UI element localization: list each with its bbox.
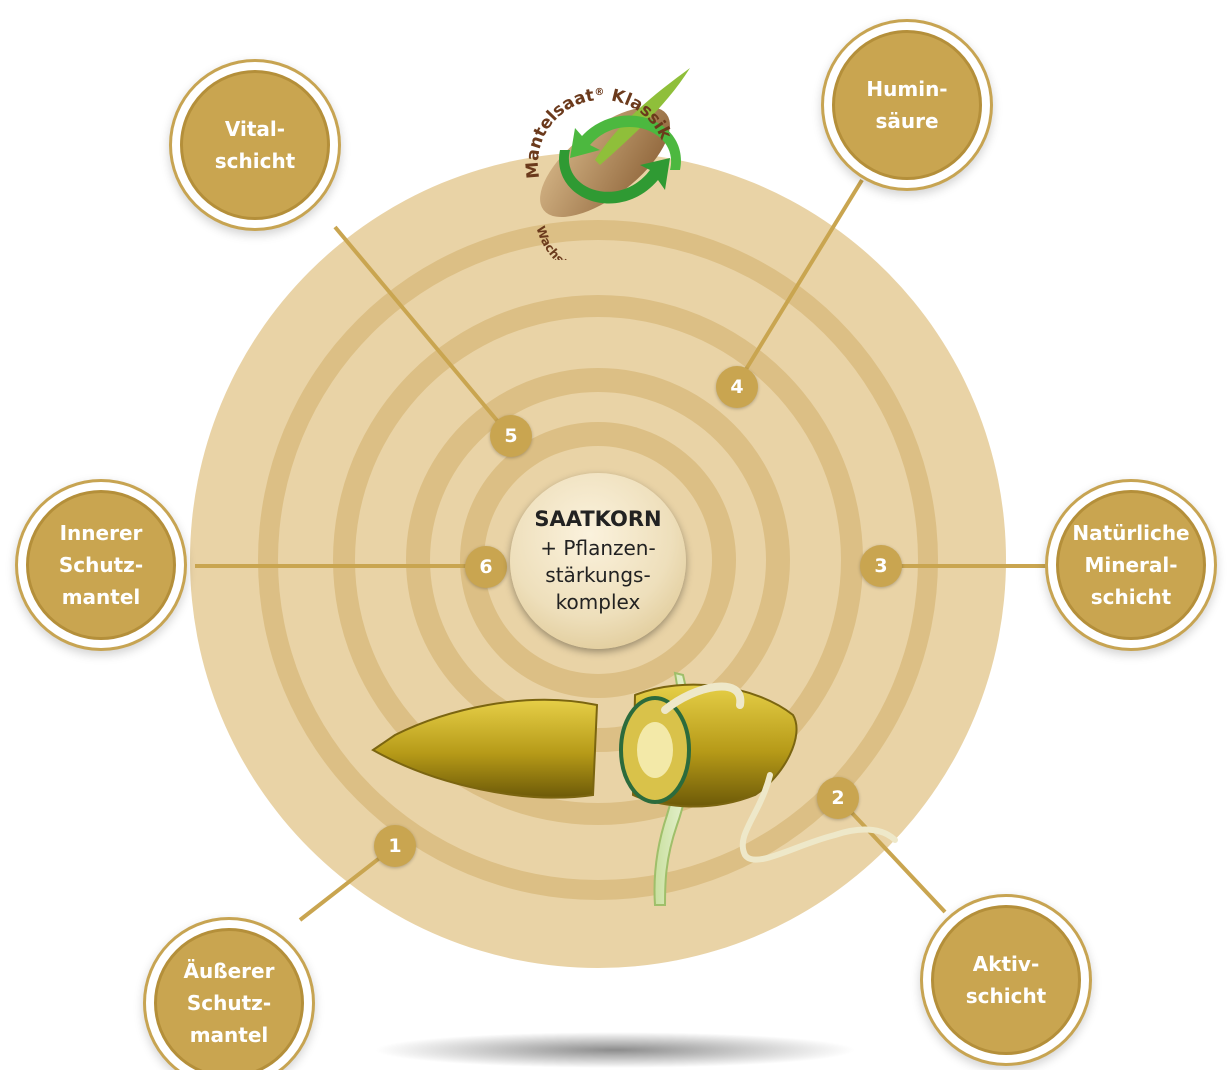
badge-number: 2 (831, 787, 845, 809)
germinating-seed-illustration (371, 671, 898, 1068)
logo-registered: ® (594, 86, 604, 97)
layer-label-line: schicht (214, 149, 296, 173)
center-line: stärkungs- (545, 563, 651, 587)
badge-number: 4 (730, 376, 744, 398)
seed-core (637, 722, 673, 778)
layer-label-line: mantel (61, 585, 141, 609)
connector-4 (735, 178, 864, 386)
layer-label-line: Natürliche (1072, 521, 1190, 545)
layer-label-1: Äußerer Schutz- mantel (154, 928, 304, 1070)
layer-label-line: Innerer (59, 521, 143, 545)
layer-label-6: Innerer Schutz- mantel (26, 490, 176, 640)
growth-arrow-icon (559, 150, 670, 204)
svg-text:Wachstumsfördernd: Wachstumsfördernd (533, 224, 647, 260)
badge-number: 3 (874, 555, 888, 577)
layer-label-line: Humin- (866, 77, 948, 101)
layer-label-line: Äußerer (183, 959, 275, 983)
layer-badge-6: 6 (465, 546, 507, 588)
layer-label-line: Schutz- (186, 991, 272, 1015)
layer-label-5: Vital- schicht (180, 70, 330, 220)
center-title: SAATKORN (534, 507, 662, 531)
sprout-leaf-icon (595, 68, 690, 165)
layer-badge-1: 1 (374, 825, 416, 867)
badge-number: 6 (479, 556, 493, 578)
layer-label-2: Aktiv- schicht (931, 905, 1081, 1055)
root-icon (739, 772, 898, 863)
layer-label-line: säure (875, 109, 939, 133)
badge-number: 5 (504, 425, 518, 447)
layer-label-line: Schutz- (58, 553, 144, 577)
layer-badge-3: 3 (860, 545, 902, 587)
layer-badge-5: 5 (490, 415, 532, 457)
center-line: komplex (555, 590, 641, 614)
badge-number: 1 (388, 835, 402, 857)
root-icon (661, 682, 745, 714)
layer-label-line: schicht (965, 984, 1047, 1008)
logo-tagline: Wachstumsfördernd (533, 224, 647, 260)
connector-2 (836, 796, 947, 914)
layer-label-line: schicht (1090, 585, 1172, 609)
center-line: + Pflanzen- (540, 536, 656, 560)
layer-label-line: mantel (189, 1023, 269, 1047)
center-seed-core: SAATKORN + Pflanzen- stärkungs- komplex (510, 473, 686, 649)
layer-label-3: Natürliche Mineral- schicht (1056, 490, 1206, 640)
layer-badge-2: 2 (817, 777, 859, 819)
layer-label-line: Vital- (224, 117, 286, 141)
layer-label-line: Mineral- (1084, 553, 1178, 577)
growth-arrow-icon-2 (570, 115, 681, 170)
seed-half-left (371, 698, 599, 799)
layer-badge-4: 4 (716, 366, 758, 408)
mantelsaat-logo: Mantelsaat® Klassik Wachstumsfördernd (523, 68, 690, 260)
shadow (375, 1032, 855, 1068)
connector-5 (333, 225, 512, 438)
layer-label-line: Aktiv- (972, 952, 1040, 976)
layer-label-4: Humin- säure (832, 30, 982, 180)
